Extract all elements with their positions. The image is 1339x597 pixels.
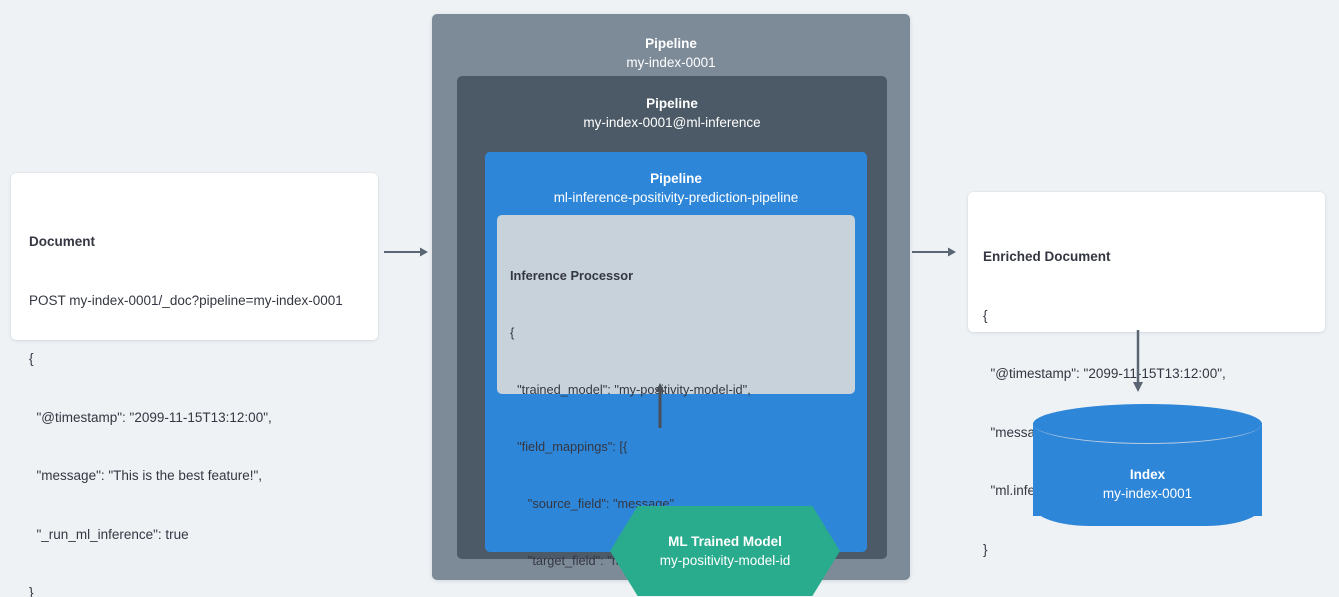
- enriched-document-line-0: {: [983, 307, 988, 323]
- enriched-document-title: Enriched Document: [983, 249, 1111, 264]
- input-document-line-0: POST my-index-0001/_doc?pipeline=my-inde…: [29, 292, 343, 308]
- inference-processor-line-2: "field_mappings": [{: [510, 439, 628, 454]
- arrow-document-to-pipeline-icon: [384, 245, 428, 263]
- input-document-card: Document POST my-index-0001/_doc?pipelin…: [11, 173, 378, 597]
- pipeline-outer-title: Pipeline: [645, 36, 697, 51]
- index-label-group: Index my-index-0001: [1033, 466, 1262, 503]
- input-document-title: Document: [29, 234, 96, 249]
- arrow-ml-model-to-inference-processor-icon: [654, 383, 666, 433]
- input-document-line-2: "@timestamp": "2099-11-15T13:12:00",: [29, 409, 272, 425]
- index-title: Index: [1129, 467, 1166, 482]
- input-document-line-1: {: [29, 351, 34, 366]
- arrow-enriched-document-to-index-icon: [1132, 330, 1144, 397]
- pipeline-outer-box: Pipeline my-index-0001 Pipeline my-index…: [432, 14, 910, 596]
- pipeline-inner-title: Pipeline: [650, 171, 702, 186]
- enriched-document-line-1: "@timestamp": "2099-11-15T13:12:00",: [983, 366, 1226, 381]
- ml-trained-model-title: ML Trained Model: [668, 533, 782, 549]
- ml-trained-model-name: my-positivity-model-id: [659, 552, 791, 568]
- inference-processor-title: Inference Processor: [510, 268, 634, 283]
- pipeline-inner-name: ml-inference-positivity-prediction-pipel…: [553, 190, 799, 205]
- input-document-line-5: }: [29, 585, 34, 597]
- pipeline-middle-box: Pipeline my-index-0001@ml-inference Pipe…: [457, 76, 887, 596]
- input-document-line-3: "message": "This is the best feature!",: [29, 468, 263, 483]
- enriched-document-card: Enriched Document { "@timestamp": "2099-…: [968, 192, 1325, 557]
- inference-processor-line-1: "trained_model": "my-positivity-model-id…: [510, 382, 751, 397]
- cylinder-top-ellipse-shape: [1033, 404, 1262, 444]
- pipeline-inner-box: Pipeline ml-inference-positivity-predict…: [485, 152, 867, 596]
- ml-trained-model-hexagon: ML Trained Model my-positivity-model-id: [610, 506, 840, 596]
- index-cylinder: Index my-index-0001: [1033, 404, 1262, 535]
- pipeline-middle-title: Pipeline: [646, 96, 698, 111]
- pipeline-middle-name: my-index-0001@ml-inference: [583, 115, 761, 130]
- input-document-line-4: "_run_ml_inference": true: [29, 526, 189, 542]
- index-name: my-index-0001: [1102, 486, 1193, 501]
- inference-processor-box: Inference Processor { "trained_model": "…: [497, 215, 855, 568]
- enriched-document-line-4: }: [983, 541, 988, 557]
- arrow-pipeline-to-enriched-document-icon: [912, 245, 956, 263]
- inference-processor-line-0: {: [510, 325, 515, 340]
- pipeline-outer-name: my-index-0001: [626, 55, 716, 70]
